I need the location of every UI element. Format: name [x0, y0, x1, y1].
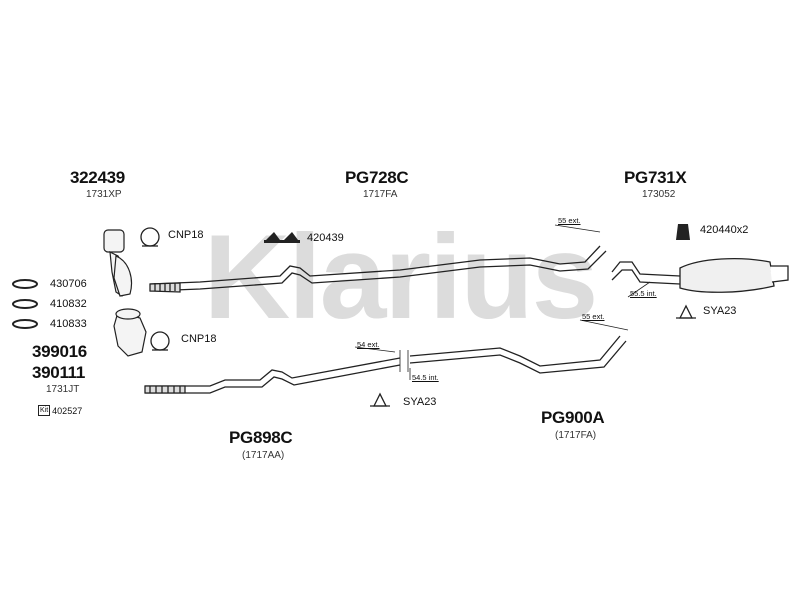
part-399016-code: 399016 — [32, 342, 87, 361]
clamp-cnp18-top-icon — [140, 227, 160, 247]
part-pg731x-sub: 173052 — [642, 189, 676, 200]
accessory-410833: 410833 — [50, 318, 87, 330]
dimension-markers — [354, 224, 651, 380]
part-pg900a-code: PG900A — [541, 408, 605, 427]
gasket-410832-icon — [12, 299, 38, 309]
catalyst-lower — [113, 308, 147, 357]
catalyst-upper — [103, 229, 133, 297]
hanger-420439-icon — [264, 232, 300, 243]
kit-box: Kit — [38, 405, 51, 417]
accessory-sya23-right: SYA23 — [703, 305, 737, 317]
accessory-420440x2: 420440x2 — [700, 224, 749, 236]
kit-number: 402527 — [52, 405, 83, 416]
clamp-cnp18-bottom-icon — [150, 331, 170, 351]
gasket-430706-icon — [12, 279, 38, 289]
dimension-55-5int: 55.5 int. — [630, 289, 657, 298]
accessory-cnp18-top: CNP18 — [168, 229, 204, 241]
dimension-54ext: 54 ext. — [357, 340, 380, 349]
part-pg728c-code: PG728C — [345, 168, 409, 187]
part-pg728c-sub: 1717FA — [363, 189, 398, 200]
accessory-410832: 410832 — [50, 298, 87, 310]
silencer-pg731x — [611, 257, 789, 293]
part-pg900a-sub: (1717FA) — [555, 430, 597, 441]
part-pg898c-code: PG898C — [229, 428, 293, 447]
part-322439-code: 322439 — [70, 168, 125, 187]
hanger-420440-icon — [676, 224, 690, 240]
part-390111-code: 390111 — [32, 363, 86, 382]
pipe-pg900a — [409, 335, 627, 374]
gasket-410833-icon — [12, 319, 38, 329]
pipe-pg898c — [144, 357, 401, 394]
part-pg731x-code: PG731X — [624, 168, 687, 187]
dimension-54-5int: 54.5 int. — [412, 373, 439, 382]
part-390111-sub: 1731JT — [46, 384, 80, 395]
dimension-55ext-bottom: 55 ext. — [582, 312, 605, 321]
part-322439-sub: 1731XP — [86, 189, 122, 200]
accessory-sya23-mid: SYA23 — [403, 396, 437, 408]
accessory-420439: 420439 — [307, 232, 344, 244]
pipe-pg728c — [149, 245, 607, 293]
clamp-sya23-mid-icon — [370, 392, 390, 407]
clamp-sya23-right-icon — [676, 304, 696, 319]
dimension-55ext-top: 55 ext. — [558, 216, 581, 225]
accessory-430706: 430706 — [50, 278, 87, 290]
accessory-cnp18-bottom: CNP18 — [181, 333, 217, 345]
part-pg898c-sub: (1717AA) — [242, 450, 285, 461]
